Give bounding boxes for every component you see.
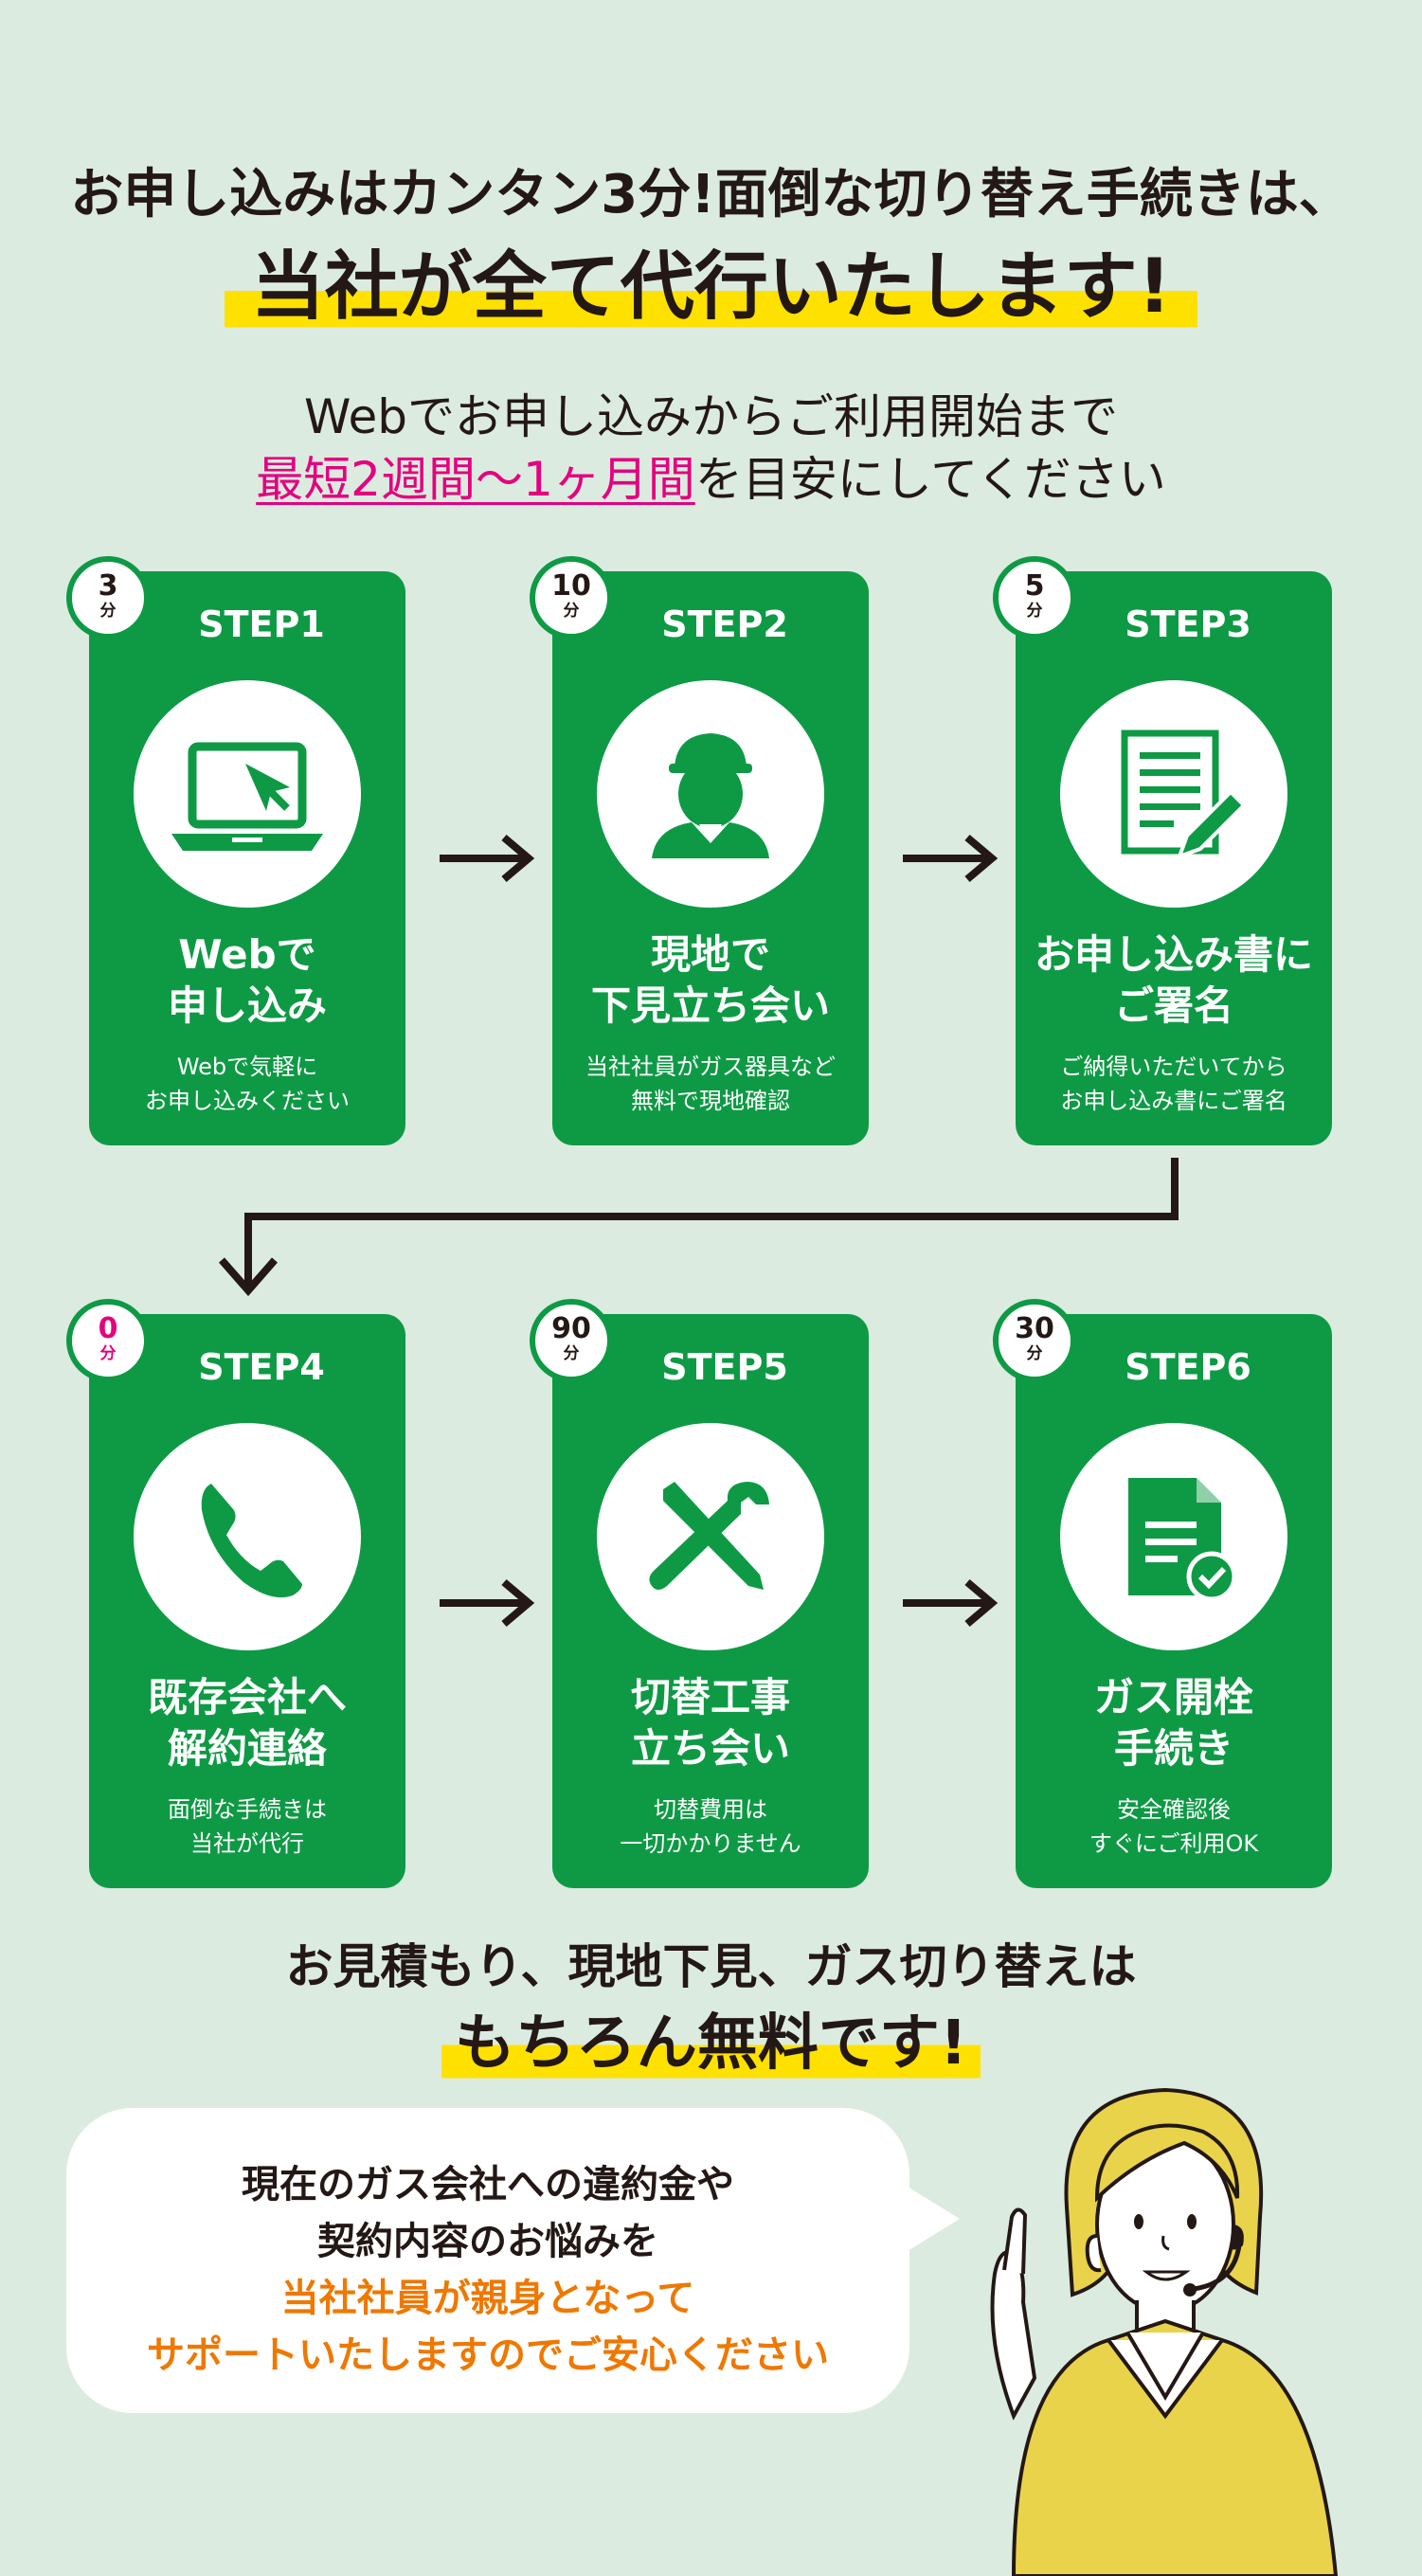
speech-bubble: 現在のガス会社への違約金や 契約内容のお悩みを 当社社員が親身となって サポート… bbox=[66, 2108, 909, 2413]
step-title-line1: お申し込み書に bbox=[1034, 931, 1313, 978]
operator-woman-icon bbox=[990, 2087, 1339, 2576]
headline-emphasis: 当社が全て代行いたします! bbox=[224, 227, 1198, 333]
step-title-line2: 下見立ち会い bbox=[590, 982, 830, 1029]
badge-number: 90 bbox=[551, 1312, 591, 1345]
step-desc-line2: 無料で現地確認 bbox=[631, 1088, 790, 1114]
free-service-line2: もちろん無料です! bbox=[441, 1994, 981, 2081]
step-desc-line2: 一切かかりません bbox=[620, 1830, 801, 1857]
step-title: お申し込み書に ご署名 bbox=[1016, 929, 1332, 1032]
step-card-6: 30 分 STEP6 ガス開栓 手続き 安全確認後 すぐにご利用OK bbox=[993, 1299, 1332, 1888]
schedule-period: 最短2週間〜1ヶ月間 bbox=[256, 452, 695, 507]
free-service-line2-wrap: もちろん無料です! bbox=[0, 1994, 1422, 2081]
schedule-rest: を目安にしてください bbox=[694, 452, 1166, 507]
step-description: 当社社員がガス器具など 無料で現地確認 bbox=[552, 1050, 869, 1118]
badge-unit: 分 bbox=[563, 602, 580, 621]
badge-unit: 分 bbox=[1026, 602, 1043, 621]
step-time-badge: 5 分 bbox=[993, 556, 1076, 639]
step-title-line2: 解約連絡 bbox=[167, 1725, 327, 1772]
step-desc-line2: お申し込み書にご署名 bbox=[1060, 1088, 1287, 1114]
schedule-line2: 最短2週間〜1ヶ月間を目安にしてください bbox=[0, 441, 1422, 510]
badge-unit: 分 bbox=[563, 1344, 580, 1363]
step-time-badge: 0 分 bbox=[66, 1299, 150, 1382]
step-icon-circle bbox=[1060, 1423, 1287, 1650]
step-title-line2: ご署名 bbox=[1113, 982, 1233, 1029]
step-description: ご納得いただいてから お申し込み書にご署名 bbox=[1016, 1050, 1332, 1118]
step-desc-line2: お申し込みください bbox=[145, 1088, 350, 1114]
headline-emphasis-wrap: 当社が全て代行いたします! bbox=[0, 227, 1422, 333]
step-icon-circle bbox=[597, 1423, 824, 1650]
headline-main: お申し込みはカンタン3分!面倒な切り替え手続きは、 bbox=[70, 164, 1352, 225]
step-desc-line2: 当社が代行 bbox=[190, 1830, 304, 1857]
step-desc-line1: 面倒な手続きは bbox=[168, 1796, 327, 1823]
step-title: 切替工事 立ち会い bbox=[552, 1672, 869, 1774]
step-title-line2: 立ち会い bbox=[630, 1725, 790, 1772]
step-label: STEP4 bbox=[198, 1346, 325, 1388]
document-check-icon bbox=[1128, 1478, 1237, 1602]
arrow-right-icon bbox=[440, 834, 535, 883]
bubble-line-3: 当社社員が親身となって bbox=[280, 2277, 695, 2320]
bubble-line-2: 契約内容のお悩みを bbox=[317, 2220, 658, 2263]
step-title-line1: Webで bbox=[178, 931, 316, 978]
step-title-line2: 申し込み bbox=[167, 982, 327, 1029]
phone-icon bbox=[201, 1484, 302, 1598]
step-title-line1: ガス開栓 bbox=[1093, 1674, 1253, 1720]
free-service-line1: お見積もり、現地下見、ガス切り替えは bbox=[285, 1939, 1137, 1994]
arrow-right-icon bbox=[903, 1578, 999, 1628]
step-label: STEP1 bbox=[198, 603, 325, 645]
arrow-right-icon bbox=[903, 834, 999, 883]
step-time-badge: 10 分 bbox=[530, 556, 613, 639]
step-title-line1: 切替工事 bbox=[630, 1674, 790, 1720]
step-title-line1: 既存会社へ bbox=[147, 1674, 347, 1720]
step-icon-circle bbox=[134, 680, 361, 908]
step-label: STEP2 bbox=[661, 603, 788, 645]
step-icon-circle bbox=[134, 1423, 361, 1650]
step-title: 現地で 下見立ち会い bbox=[552, 929, 869, 1032]
arrow-right-icon bbox=[440, 1578, 535, 1628]
badge-number: 5 bbox=[1024, 569, 1045, 603]
step-desc-line1: 安全確認後 bbox=[1117, 1796, 1231, 1823]
laptop-cursor-icon bbox=[171, 742, 323, 851]
step-time-badge: 3 分 bbox=[66, 556, 150, 639]
bubble-line-4: サポートいたしますのでご安心ください bbox=[147, 2333, 829, 2377]
step-desc-line1: Webで気軽に bbox=[176, 1054, 318, 1080]
step-time-badge: 30 分 bbox=[993, 1299, 1076, 1382]
tools-icon bbox=[649, 1482, 769, 1590]
step-desc-line2: すぐにご利用OK bbox=[1089, 1830, 1259, 1857]
badge-number: 3 bbox=[98, 569, 118, 603]
badge-unit: 分 bbox=[99, 602, 117, 621]
badge-unit: 分 bbox=[99, 1344, 117, 1363]
step-label: STEP5 bbox=[661, 1346, 788, 1388]
step-desc-line1: ご納得いただいてから bbox=[1060, 1054, 1287, 1080]
step-label: STEP3 bbox=[1125, 603, 1251, 645]
bubble-line-1: 現在のガス会社への違約金や bbox=[242, 2163, 734, 2207]
step-title: 既存会社へ 解約連絡 bbox=[89, 1672, 405, 1774]
step-title-line1: 現地で bbox=[650, 931, 770, 978]
step-icon-circle bbox=[1060, 680, 1287, 908]
step-label: STEP6 bbox=[1125, 1346, 1251, 1388]
schedule-line1: Webでお申し込みからご利用開始まで bbox=[303, 389, 1118, 444]
step-description: 面倒な手続きは 当社が代行 bbox=[89, 1792, 405, 1861]
document-pen-icon bbox=[1121, 730, 1247, 860]
step-description: 切替費用は 一切かかりません bbox=[552, 1792, 869, 1861]
step-card-4: 0 分 STEP4 既存会社へ 解約連絡 面倒な手続きは 当社が代行 bbox=[66, 1299, 405, 1888]
step-desc-line1: 切替費用は bbox=[654, 1796, 767, 1823]
step-card-1: 3 分 STEP1 Webで 申し込み Webで気軽に お申し込みください bbox=[66, 556, 405, 1145]
worker-icon bbox=[652, 733, 769, 858]
step-description: 安全確認後 すぐにご利用OK bbox=[1016, 1792, 1332, 1861]
badge-number: 30 bbox=[1015, 1312, 1054, 1345]
badge-number: 0 bbox=[98, 1312, 118, 1345]
step-title: Webで 申し込み bbox=[89, 929, 405, 1032]
badge-number: 10 bbox=[551, 569, 591, 603]
connector-arrow-icon bbox=[218, 1158, 1179, 1297]
step-description: Webで気軽に お申し込みください bbox=[89, 1050, 405, 1118]
step-desc-line1: 当社社員がガス器具など bbox=[585, 1054, 836, 1080]
step-card-5: 90 分 STEP5 切替工事 立ち会い 切替費用は 一切かかりません bbox=[530, 1299, 869, 1888]
step-title: ガス開栓 手続き bbox=[1016, 1672, 1332, 1774]
step-title-line2: 手続き bbox=[1113, 1725, 1233, 1772]
step-card-3: 5 分 STEP3 お申し込み書に ご署名 ご納得いただいてから お申し込み書に… bbox=[993, 556, 1332, 1145]
step-card-2: 10 分 STEP2 現地で 下見立ち会い 当社社員がガス器具など 無料で現地確… bbox=[530, 556, 869, 1145]
step-time-badge: 90 分 bbox=[530, 1299, 613, 1382]
step-icon-circle bbox=[597, 680, 824, 908]
badge-unit: 分 bbox=[1026, 1344, 1043, 1363]
